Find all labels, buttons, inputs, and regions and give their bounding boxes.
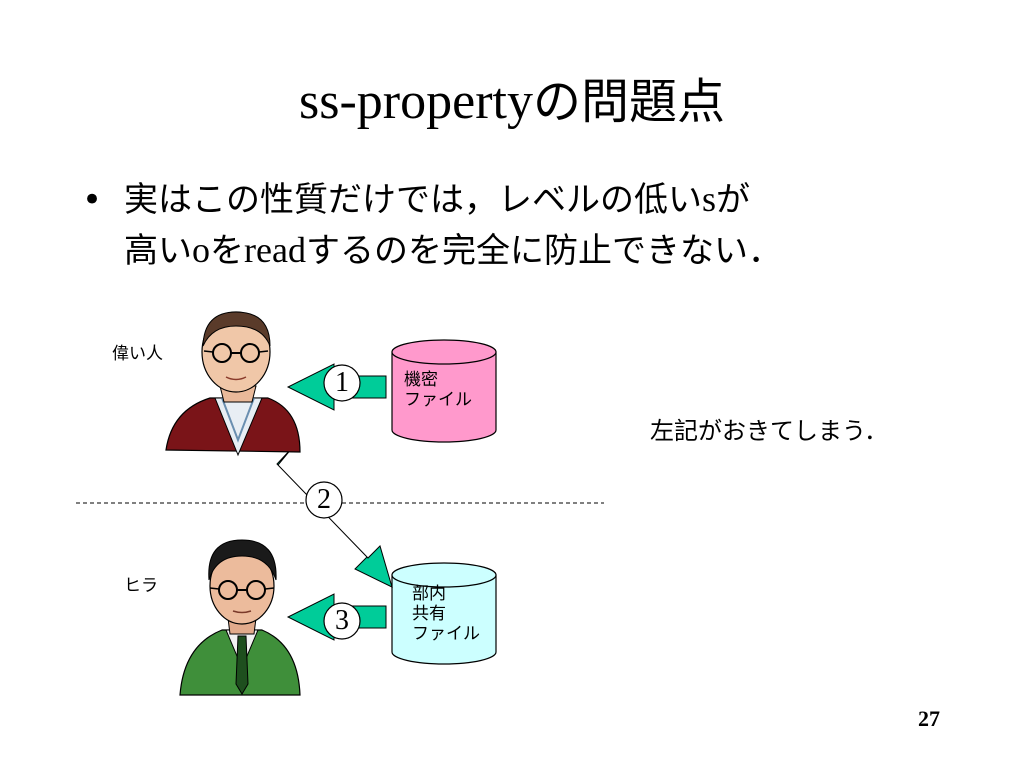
shared-file-cylinder-icon <box>391 562 497 665</box>
high-rank-person-icon <box>165 311 301 457</box>
step-3-label: 3 <box>335 605 349 636</box>
step-2-circle <box>305 481 343 519</box>
title-jp: の問題点 <box>532 74 725 130</box>
page-number: 27 <box>918 706 940 731</box>
shared-file-label-line2: 共有 <box>412 604 446 624</box>
shared-file-label-line3: ファイル <box>412 624 480 644</box>
low-rank-person-label: ヒラ <box>124 576 158 596</box>
secret-file-label-line1: 機密 <box>404 370 438 390</box>
secret-file-label-line2: ファイル <box>404 390 472 410</box>
secret-file-label: 機密 ファイル <box>404 370 472 410</box>
step-1-circle <box>323 364 361 402</box>
bullet-line2-read: read <box>244 230 306 270</box>
title-latin: ss-property <box>299 73 533 130</box>
step-1-label: 1 <box>335 367 349 398</box>
bullet-line1-b: が <box>716 180 751 220</box>
secret-file-cylinder-icon <box>391 339 497 443</box>
bullet-line2-c: するのを完全に防止できない． <box>305 231 782 271</box>
bullet-text: 実はこの性質だけでは，レベルの低いsが 高いoをreadするのを完全に防止できな… <box>124 174 964 276</box>
bullet-line2-a: 高い <box>124 231 192 271</box>
step-3-circle <box>323 602 361 640</box>
slide-title: ss-propertyの問題点 <box>0 72 1024 132</box>
bullet-symbol: • <box>82 180 103 220</box>
bullet-line2-b: を <box>210 231 244 271</box>
bullet-line1-a: 実はこの性質だけでは，レベルの低い <box>124 180 702 220</box>
shared-file-label-line1: 部内 <box>412 584 446 604</box>
low-rank-person-icon <box>179 539 301 696</box>
step-2-label: 2 <box>317 484 331 515</box>
shared-file-label: 部内 共有 ファイル <box>412 584 480 644</box>
side-note: 左記がおきてしまう． <box>650 417 889 445</box>
high-rank-person-label: 偉い人 <box>112 344 163 364</box>
bullet-line1-s: s <box>702 179 717 219</box>
bullet-line2-o: o <box>192 230 210 270</box>
